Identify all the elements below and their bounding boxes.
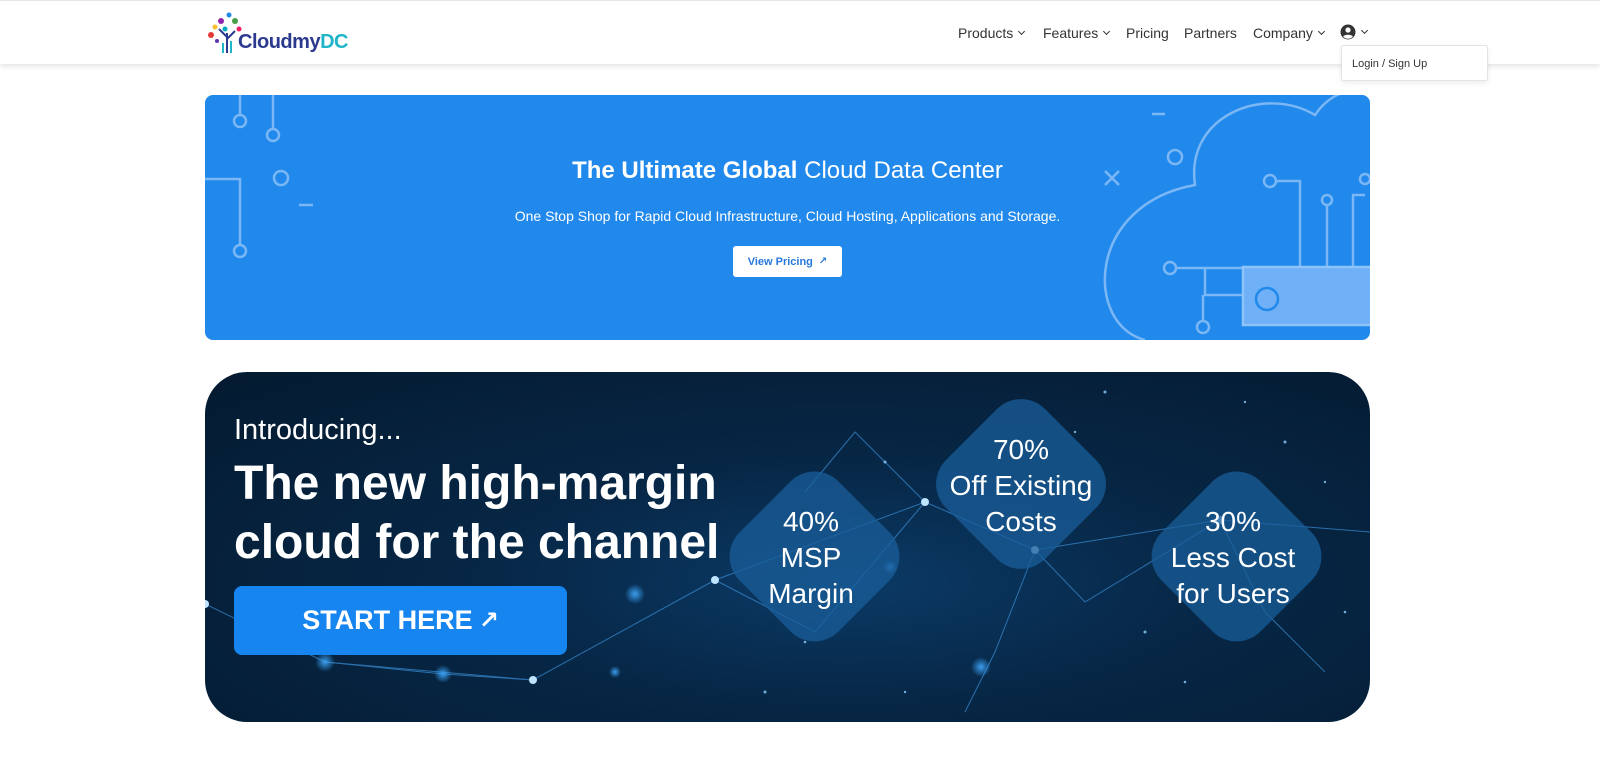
logo-wordmark: CloudmyDC (238, 31, 348, 53)
start-here-label: START HERE (302, 605, 473, 635)
logo-tree-icon (208, 12, 242, 53)
circuit-decoration (205, 95, 1370, 340)
chevron-down-icon (1360, 26, 1369, 35)
arrow-up-right-icon: ↗ (478, 607, 499, 634)
nav-products[interactable]: Products (958, 25, 1026, 41)
hero-title: The Ultimate Global Cloud Data Center (572, 157, 1003, 184)
user-dropdown-menu: Login / Sign Up (1341, 45, 1488, 81)
nav-pricing[interactable]: Pricing (1126, 25, 1169, 41)
hero-section: The Ultimate Global Cloud Data Center On… (205, 95, 1370, 340)
stat-msp-margin: 40% MSP Margin (768, 506, 854, 609)
stat-less-cost-users: 30% Less Cost for Users (1170, 506, 1296, 609)
nav-features[interactable]: Features (1043, 25, 1111, 41)
network-background (205, 390, 1370, 713)
nav-pricing-label: Pricing (1126, 25, 1169, 41)
banner-intro: Introducing... (234, 414, 402, 446)
nav-products-label: Products (958, 25, 1014, 41)
hero-subtitle: One Stop Shop for Rapid Cloud Infrastruc… (514, 208, 1061, 224)
user-circle-icon (1340, 24, 1356, 40)
channel-cloud-banner[interactable]: Introducing... The new high-margin cloud… (205, 372, 1370, 722)
login-signup-link[interactable]: Login / Sign Up (1352, 58, 1428, 70)
chevron-down-icon (1103, 27, 1111, 36)
site-header: CloudmyDC Products Features Pricing Part… (0, 0, 1600, 64)
view-pricing-label: View Pricing (747, 255, 813, 268)
nav-features-label: Features (1043, 25, 1099, 41)
user-menu-button[interactable] (1340, 24, 1369, 40)
nav-company[interactable]: Company (1253, 25, 1325, 41)
stat-off-existing-costs: 70% Off Existing Costs (949, 434, 1093, 537)
chevron-down-icon (1018, 27, 1026, 36)
banner-headline: The new high-margin cloud for the channe… (234, 457, 720, 569)
start-here-button[interactable]: START HERE↗ (234, 586, 567, 655)
chevron-down-icon (1317, 27, 1325, 36)
nav-partners-label: Partners (1184, 25, 1237, 41)
cloudmydc-logo[interactable]: CloudmyDC (205, 11, 348, 55)
view-pricing-button[interactable]: View Pricing ↗ (733, 246, 842, 277)
arrow-up-right-icon: ↗ (818, 256, 828, 267)
nav-company-label: Company (1253, 25, 1313, 41)
nav-partners[interactable]: Partners (1184, 25, 1237, 41)
